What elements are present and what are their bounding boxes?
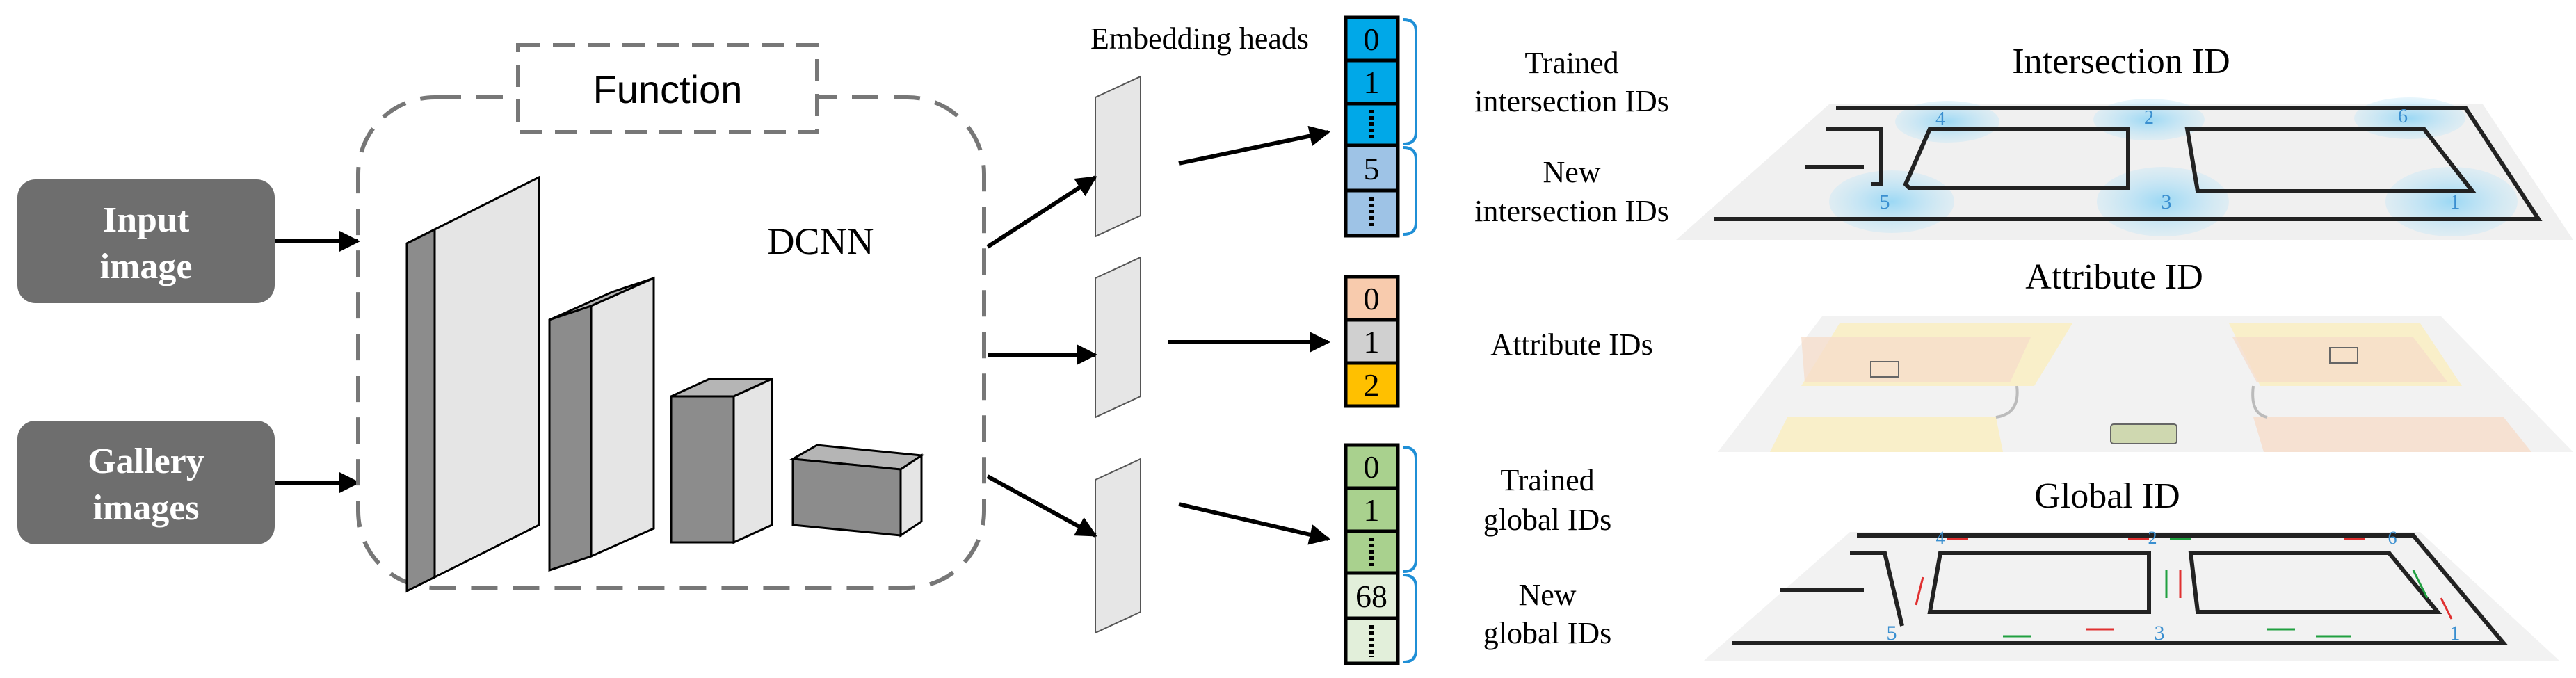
attribute-map-title: Attribute ID [2025, 257, 2203, 297]
attribute-id-column [1344, 275, 1400, 408]
arrow-head1-to-intersection [1178, 125, 1330, 166]
global-cell-1: 1 [1364, 492, 1380, 528]
embedding-heads-label: Embedding heads [1090, 22, 1309, 56]
global-map-num-5: 5 [1887, 622, 1897, 645]
intersection-map-num-3: 3 [2162, 191, 2172, 213]
input-image-line1: Input [103, 200, 190, 240]
global-map-num-4: 4 [1936, 528, 1945, 548]
trained-intersection-line1: Trained [1524, 46, 1618, 80]
gallery-images-line2: images [92, 488, 199, 528]
global-map-num-6: 6 [2388, 528, 2397, 548]
input-image-box: Input image [17, 179, 275, 303]
global-cell-0: 0 [1364, 449, 1380, 485]
dcnn-block-1 [405, 175, 540, 593]
function-label: Function [593, 67, 743, 111]
function-region [356, 95, 986, 590]
intersection-map-num-1: 1 [2450, 191, 2461, 213]
trained-intersection-line2: intersection IDs [1474, 84, 1669, 118]
attribute-ids-label: Attribute IDs [1490, 328, 1652, 362]
embedding-head-2 [1095, 256, 1141, 419]
new-intersection-line1: New [1543, 155, 1600, 189]
intersection-map-num-6: 6 [2398, 106, 2408, 127]
new-intersection-brace [1403, 146, 1417, 236]
new-intersection-line2: intersection IDs [1474, 194, 1669, 228]
attribute-cell-2: 2 [1364, 367, 1380, 403]
arrow-to-head-3 [986, 474, 1097, 538]
trained-global-line1: Trained [1500, 463, 1594, 497]
function-label-box [516, 43, 819, 134]
input-image-line2: image [100, 247, 193, 286]
new-global-line1: New [1518, 578, 1576, 612]
global-map-num-2: 2 [2148, 528, 2157, 548]
trained-global-line2: global IDs [1483, 503, 1612, 537]
arrow-head3-to-global [1178, 502, 1330, 545]
intersection-map-num-5: 5 [1880, 191, 1890, 213]
global-id-map [1704, 532, 2559, 661]
dcnn-block-4 [789, 444, 925, 538]
global-map-title: Global ID [2034, 476, 2180, 516]
gallery-images-line1: Gallery [88, 442, 204, 481]
trained-global-brace [1403, 446, 1417, 573]
attribute-id-map [1718, 316, 2573, 452]
trained-intersection-brace [1403, 18, 1417, 145]
intersection-map-num-2: 2 [2144, 107, 2154, 129]
intersection-map-num-4: 4 [1935, 108, 1945, 130]
attribute-cell-1: 1 [1364, 324, 1380, 360]
new-global-line2: global IDs [1483, 616, 1612, 650]
intersection-cell-0: 0 [1364, 22, 1380, 57]
dcnn-block-2 [548, 276, 655, 572]
intersection-cell-1: 1 [1364, 65, 1380, 100]
intersection-cell-5: 5 [1364, 151, 1380, 186]
gallery-images-box: Gallery images [17, 421, 275, 544]
attribute-cell-0: 0 [1364, 281, 1380, 316]
new-global-brace [1403, 574, 1417, 663]
intersection-id-map [1676, 97, 2573, 240]
arrow-to-head-1 [986, 175, 1097, 249]
global-map-num-1: 1 [2450, 622, 2461, 645]
global-map-num-3: 3 [2155, 622, 2165, 645]
global-cell-68: 68 [1355, 579, 1387, 614]
intersection-map-title: Intersection ID [2012, 42, 2230, 81]
embedding-head-1 [1095, 75, 1141, 238]
dcnn-label: DCNN [767, 220, 874, 262]
dcnn-block-3 [670, 377, 773, 544]
embedding-head-3 [1095, 458, 1141, 634]
